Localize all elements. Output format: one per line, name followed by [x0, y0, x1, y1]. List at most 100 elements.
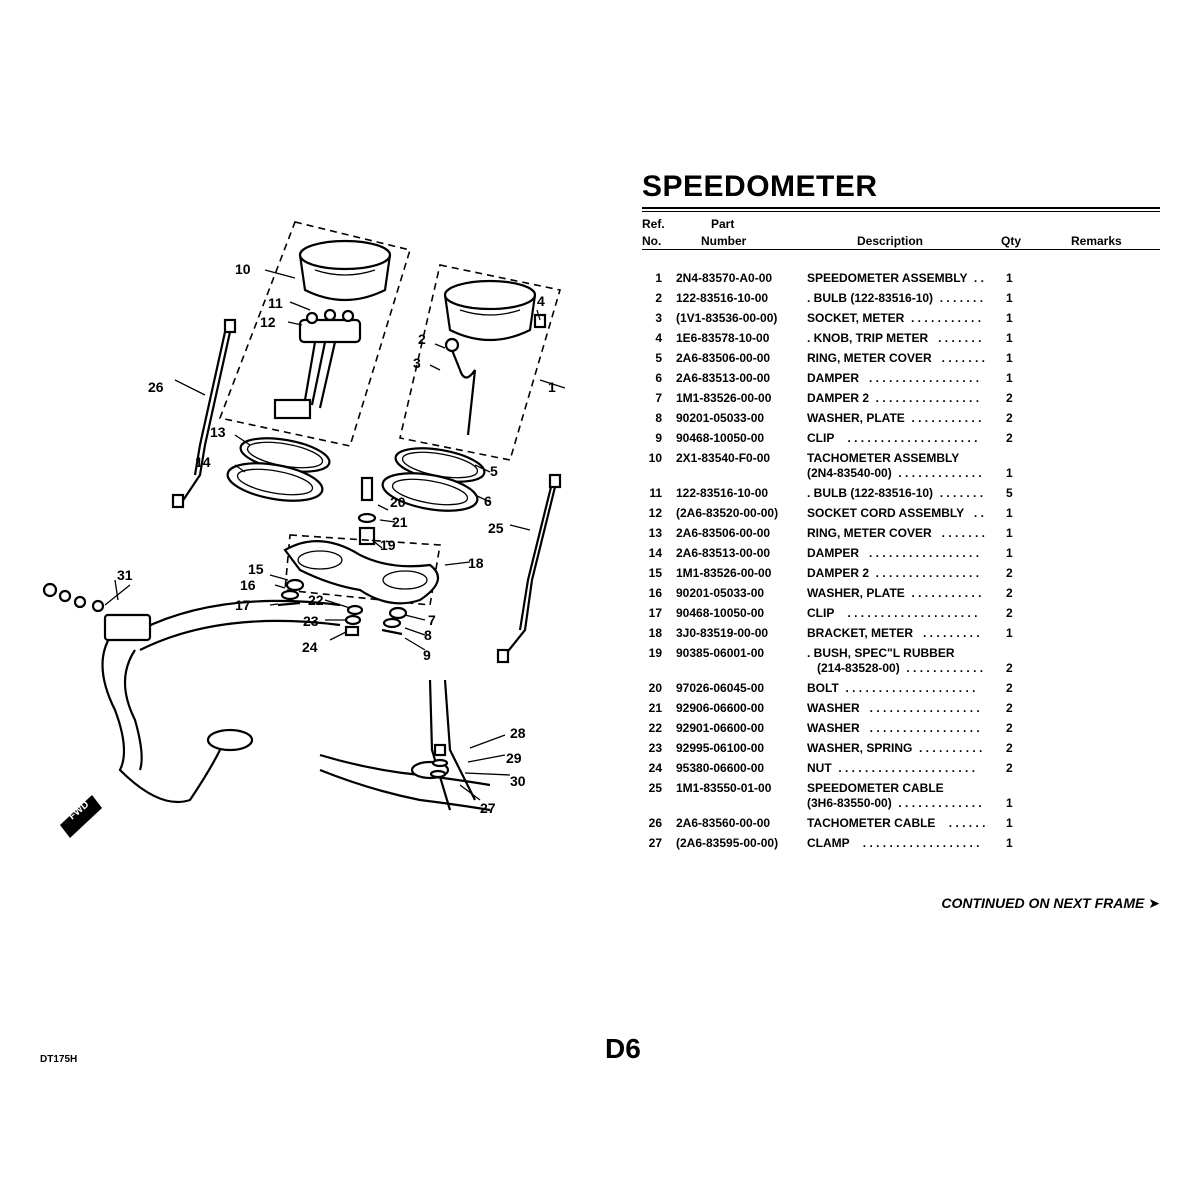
- quantity: 2: [1006, 586, 1013, 600]
- part-number: 95380-06600-00: [676, 761, 765, 775]
- meter-cover-rings: [226, 437, 486, 512]
- part-description: DAMPER 2 . . . . . . . . . . . . . . . .: [807, 391, 980, 405]
- callout-12: 12: [260, 314, 276, 330]
- ref-number: 9: [655, 431, 662, 445]
- tachometer-body: [298, 239, 392, 302]
- part-number: 2N4-83570-A0-00: [676, 271, 773, 285]
- bracket-hardware: [357, 476, 377, 546]
- part-description: . BULB (122-83516-10) . . . . . . .: [807, 291, 984, 305]
- quantity: 1: [1006, 836, 1013, 850]
- quantity: 2: [1006, 721, 1013, 735]
- part-number: (2A6-83595-00-00): [676, 836, 779, 850]
- quantity: 2: [1006, 431, 1013, 445]
- callout-30: 30: [510, 773, 526, 789]
- quantity: 1: [1006, 626, 1013, 640]
- part-description: BRACKET, METER . . . . . . . . .: [807, 626, 980, 640]
- part-number: 90468-10050-00: [676, 606, 765, 620]
- ref-number: 19: [648, 646, 662, 660]
- ref-number: 21: [648, 701, 662, 715]
- callout-26: 26: [148, 379, 164, 395]
- exploded-parts-diagram: FWD 1 2 3 4: [42, 221, 566, 838]
- speedometer-body: [443, 279, 547, 436]
- quantity: 1: [1006, 796, 1013, 810]
- quantity: 1: [1006, 271, 1013, 285]
- ref-number: 4: [655, 331, 662, 345]
- callout-1: 1: [548, 379, 556, 395]
- ref-number: 25: [648, 781, 662, 795]
- part-description: CLIP . . . . . . . . . . . . . . . . . .…: [807, 431, 978, 445]
- callout-28: 28: [510, 725, 526, 741]
- part-description: RING, METER COVER . . . . . . .: [807, 351, 986, 365]
- tachometer-group-outline: [218, 221, 412, 447]
- quantity: 2: [1006, 606, 1013, 620]
- quantity: 5: [1006, 486, 1013, 500]
- quantity: 1: [1006, 466, 1013, 480]
- part-number: 122-83516-10-00: [676, 291, 769, 305]
- header-part-line1: Part: [711, 217, 735, 231]
- part-description: CLAMP . . . . . . . . . . . . . . . . . …: [807, 836, 980, 850]
- continued-note: CONTINUED ON NEXT FRAME ➤: [941, 895, 1160, 911]
- part-description: WASHER . . . . . . . . . . . . . . . . .: [807, 721, 980, 735]
- part-description: . KNOB, TRIP METER . . . . . . .: [807, 331, 982, 345]
- callout-labels: 1 2 3 4 5 6 7 8 9 10 11 12 13 14 15 16 1…: [117, 261, 556, 816]
- quantity: 2: [1006, 741, 1013, 755]
- part-description: (214-83528-00) . . . . . . . . . . . .: [807, 661, 984, 675]
- speedometer-group-outline: [399, 264, 562, 461]
- ref-number: 14: [648, 546, 662, 560]
- damper-washer-clip-stack: [277, 578, 408, 637]
- part-number: 97026-06045-00: [676, 681, 765, 695]
- callout-9: 9: [423, 647, 431, 663]
- quantity: 1: [1006, 816, 1013, 830]
- part-number: 2A6-83513-00-00: [676, 371, 771, 385]
- title-rule-thick: [642, 207, 1160, 209]
- ref-number: 16: [648, 586, 662, 600]
- callout-15: 15: [248, 561, 264, 577]
- header-remarks: Remarks: [1071, 234, 1122, 248]
- quantity: 1: [1006, 351, 1013, 365]
- callout-17: 17: [235, 597, 251, 613]
- ref-number: 26: [648, 816, 662, 830]
- ref-number: 2: [655, 291, 662, 305]
- ref-number: 3: [655, 311, 662, 325]
- ref-number: 5: [655, 351, 662, 365]
- callout-5: 5: [490, 463, 498, 479]
- callout-16: 16: [240, 577, 256, 593]
- part-number: 92906-06600-00: [676, 701, 765, 715]
- part-description: TACHOMETER CABLE . . . . . .: [807, 816, 986, 830]
- callout-6: 6: [484, 493, 492, 509]
- ref-number: 7: [655, 391, 662, 405]
- socket-cord-assembly: [273, 308, 362, 420]
- meter-bracket: [283, 534, 441, 606]
- quantity: 1: [1006, 331, 1013, 345]
- part-number: 90201-05033-00: [676, 586, 765, 600]
- callout-20: 20: [390, 494, 406, 510]
- callout-23: 23: [303, 613, 319, 629]
- part-description: WASHER . . . . . . . . . . . . . . . . .: [807, 701, 980, 715]
- header-rule: [642, 249, 1160, 250]
- part-number: 1M1-83526-00-00: [676, 391, 772, 405]
- part-number: 2A6-83560-00-00: [676, 816, 771, 830]
- header-ref-line1: Ref.: [642, 217, 665, 231]
- part-number: 1M1-83550-01-00: [676, 781, 772, 795]
- part-description: WASHER, PLATE . . . . . . . . . . .: [807, 586, 982, 600]
- callout-31: 31: [117, 567, 133, 583]
- part-description: CLIP . . . . . . . . . . . . . . . . . .…: [807, 606, 978, 620]
- callout-27: 27: [480, 800, 496, 816]
- callout-24: 24: [302, 639, 318, 655]
- part-number: 1E6-83578-10-00: [676, 331, 770, 345]
- callout-18: 18: [468, 555, 484, 571]
- part-number: (2A6-83520-00-00): [676, 506, 779, 520]
- callout-21: 21: [392, 514, 408, 530]
- ref-number: 17: [648, 606, 662, 620]
- handlebar: [42, 582, 341, 804]
- ref-number: 15: [648, 566, 662, 580]
- steering-crown: [319, 679, 491, 812]
- part-number: 92901-06600-00: [676, 721, 765, 735]
- ref-number: 6: [655, 371, 662, 385]
- callout-3: 3: [413, 355, 421, 371]
- quantity: 2: [1006, 761, 1013, 775]
- part-description: TACHOMETER ASSEMBLY: [807, 451, 960, 465]
- quantity: 2: [1006, 661, 1013, 675]
- header-qty: Qty: [1001, 234, 1022, 248]
- callout-19: 19: [380, 537, 396, 553]
